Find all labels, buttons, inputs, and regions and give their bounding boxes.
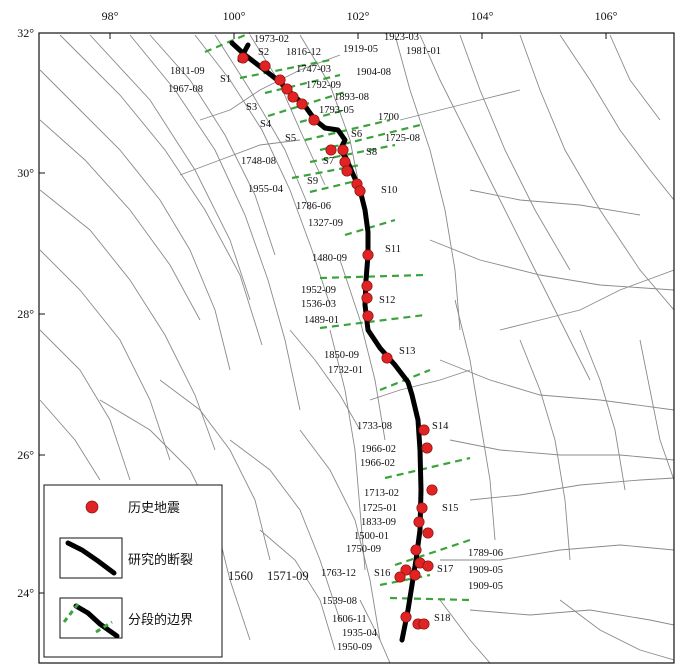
quake-label: 1981-01 (406, 46, 441, 57)
quake-label: 1327-09 (308, 218, 343, 229)
segment-label: S5 (285, 133, 296, 144)
quake-label: 1793-05 (319, 105, 354, 116)
quake-label: 1833-09 (361, 517, 396, 528)
quake-label: 1967-08 (168, 84, 203, 95)
segment-label: S3 (246, 102, 257, 113)
earthquake-markers (237, 52, 438, 630)
segment-label: S16 (374, 568, 390, 579)
quake-label: 1850-09 (324, 350, 359, 361)
quake-label: 1955-04 (248, 184, 284, 195)
y-tick-label: 32° (17, 26, 34, 40)
quake-label: 1750-09 (346, 544, 381, 555)
quake-label: 1919-05 (343, 44, 378, 55)
y-tick-label: 24° (17, 586, 34, 600)
x-tick-label: 106° (595, 9, 618, 23)
quake-label: 1950-09 (337, 642, 372, 653)
regional-faults (39, 34, 674, 663)
y-tick-label: 30° (17, 166, 34, 180)
quake-label: 1748-08 (241, 156, 276, 167)
segment-label: S6 (351, 129, 362, 140)
segment-label: S13 (399, 346, 415, 357)
quake-label: 1560 (228, 569, 253, 583)
quake-label: 1713-02 (364, 488, 399, 499)
quake-label: 1811-09 (170, 66, 205, 77)
segment-label: S17 (437, 564, 453, 575)
quake-label: 1539-08 (322, 596, 357, 607)
quake-label: 1725-08 (385, 133, 420, 144)
quake-label: 1480-09 (312, 253, 347, 264)
legend-label: 分段的边界 (128, 612, 193, 628)
segment-label: S2 (258, 47, 269, 58)
black-fault-line-icon (65, 540, 117, 576)
quake-label: 1725-01 (362, 503, 397, 514)
quake-label: 1893-08 (334, 92, 369, 103)
quake-label: 1500-01 (354, 531, 389, 542)
quake-label: 1816-12 (286, 47, 321, 58)
quake-label: 1536-03 (301, 299, 336, 310)
quake-label: 1966-02 (361, 444, 396, 455)
x-axis-labels: 98° 100° 102° 104° 106° (102, 9, 618, 23)
segment-label: S11 (385, 244, 401, 255)
frame-ticks (39, 32, 607, 594)
green-dashed-boundary-icon (62, 603, 120, 639)
segment-label: S1 (220, 74, 231, 85)
y-tick-label: 28° (17, 307, 34, 321)
x-tick-label: 98° (102, 9, 119, 23)
segment-label: S9 (307, 176, 318, 187)
y-tick-label: 26° (17, 448, 34, 462)
quake-label: 1973-02 (254, 34, 289, 45)
quake-label: 1952-09 (301, 285, 336, 296)
legend-label: 历史地震 (128, 501, 180, 516)
quake-label: 1700 (378, 112, 399, 123)
segment-label: S4 (260, 119, 272, 130)
quake-label: 1763-12 (321, 568, 356, 579)
segment-label: S10 (381, 185, 397, 196)
red-circle-icon (85, 500, 99, 514)
x-tick-label: 104° (471, 9, 494, 23)
segment-label: S7 (323, 156, 334, 167)
quake-label: 1935-04 (342, 628, 378, 639)
quake-label: 1489-01 (304, 315, 339, 326)
legend-label: 研究的断裂 (128, 552, 193, 568)
quake-label: 1909-05 (468, 581, 503, 592)
legend: 历史地震 研究的断裂 分段的边界 (43, 484, 223, 658)
quake-label: 1732-01 (328, 365, 363, 376)
segment-label: S15 (442, 503, 458, 514)
quake-label: 1786-06 (296, 201, 331, 212)
segment-label: S8 (366, 147, 377, 158)
earthquake-date-labels: 1973-02 1816-12 1919-05 1923-03 1981-01 … (168, 32, 503, 653)
x-tick-label: 100° (223, 9, 246, 23)
quake-label: 1923-03 (384, 32, 419, 43)
quake-label: 1909-05 (468, 565, 503, 576)
map-frame (38, 32, 675, 664)
quake-label: 1747-03 (296, 64, 331, 75)
quake-label: 1733-08 (357, 421, 392, 432)
quake-label: 1789-06 (468, 548, 503, 559)
segment-label: S18 (434, 613, 450, 624)
quake-label: 1571-09 (267, 569, 309, 583)
segment-boundaries (204, 31, 471, 602)
segment-label: S12 (379, 295, 395, 306)
segment-label: S14 (432, 421, 449, 432)
quake-label: 1606-11 (332, 614, 367, 625)
quake-label: 1904-08 (356, 67, 391, 78)
quake-label: 1966-02 (360, 458, 395, 469)
segment-labels: S1 S2 S3 S4 S5 S6 S7 S8 S9 S10 S11 S12 S… (220, 47, 458, 624)
x-tick-label: 102° (347, 9, 370, 23)
quake-label: 1792-09 (306, 80, 341, 91)
y-axis-labels: 32° 30° 28° 26° 24° (17, 26, 34, 600)
